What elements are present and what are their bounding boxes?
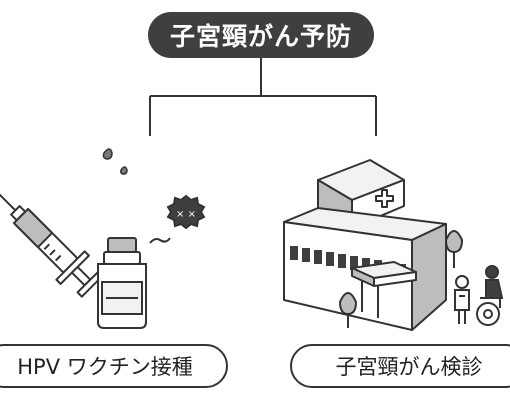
- branch-label-screening: 子宮頸がん検診: [290, 344, 510, 388]
- syringe-icon: [0, 189, 103, 298]
- title-pill: 子宮頸がん予防: [148, 12, 374, 58]
- vaccine-vial-icon: [97, 237, 147, 329]
- branch-label-text: 子宮頸がん検診: [335, 355, 483, 379]
- tree-icon: [338, 292, 358, 328]
- branch-label-text: HPV ワクチン接種: [17, 355, 193, 379]
- diagram-title: 子宮頸がん予防: [169, 22, 352, 51]
- tree-icon: [444, 230, 464, 268]
- dizzy-germ-icon: × ×: [149, 194, 206, 244]
- droplet-icon: [102, 148, 128, 175]
- wheelchair-patient-icon: [476, 265, 504, 326]
- connector-lines: [149, 58, 377, 136]
- svg-text:× ×: × ×: [176, 209, 196, 220]
- branch-label-vaccination: HPV ワクチン接種: [0, 344, 228, 388]
- hospital-building-icon: [283, 159, 447, 331]
- doctor-icon: [454, 275, 470, 324]
